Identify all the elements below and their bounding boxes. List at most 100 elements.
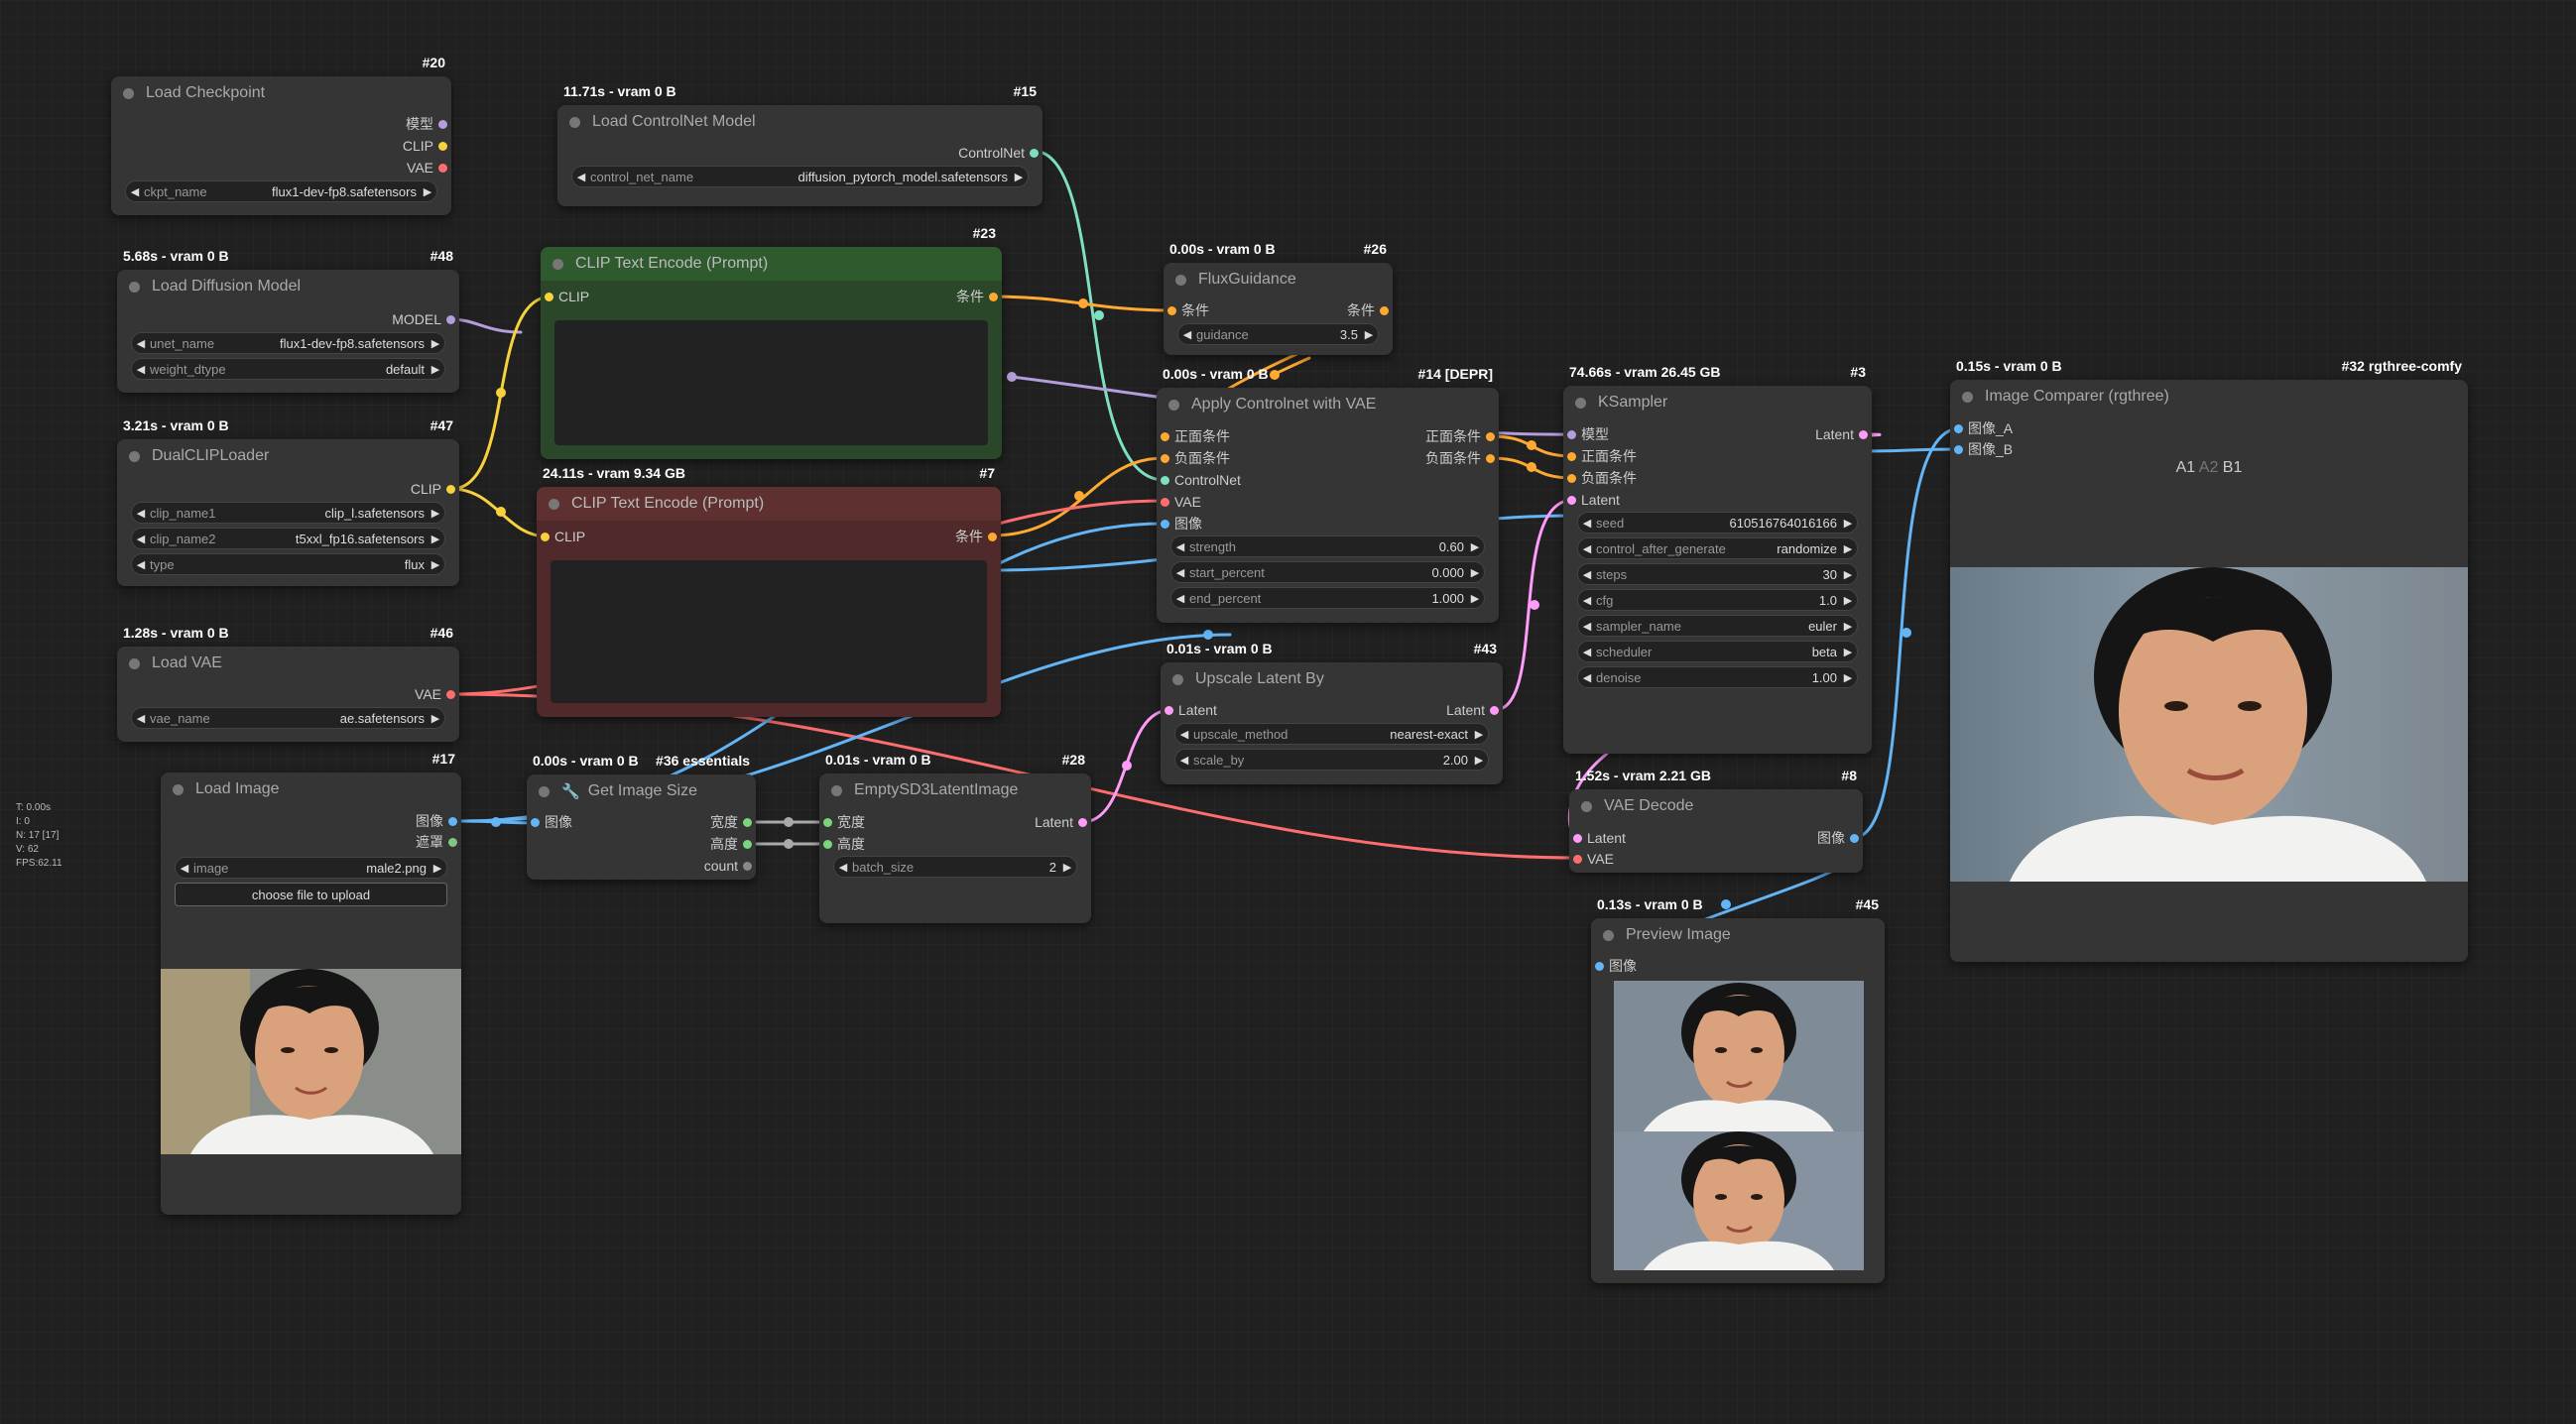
reroute-dot[interactable] — [1122, 761, 1132, 771]
arrow-left-icon[interactable]: ◀ — [576, 171, 586, 183]
input-port[interactable] — [1167, 306, 1176, 315]
arrow-left-icon[interactable]: ◀ — [136, 363, 146, 376]
collapse-toggle[interactable] — [539, 785, 550, 797]
input-positive[interactable]: 正面条件 — [1567, 448, 1637, 464]
input-positive[interactable]: 正面条件 — [1161, 428, 1230, 444]
output-port[interactable] — [446, 690, 455, 699]
prompt-text-area[interactable] — [554, 320, 988, 445]
reroute-dot[interactable] — [1007, 372, 1017, 382]
node-title-bar[interactable]: Load ControlNet Model — [557, 105, 1043, 139]
output-count[interactable]: count — [704, 858, 752, 874]
arrow-right-icon[interactable]: ▶ — [1470, 540, 1480, 553]
arrow-left-icon[interactable]: ◀ — [1582, 594, 1592, 607]
node-load-checkpoint[interactable]: #20 Load Checkpoint 模型 CLIP VAE ◀ckpt_na… — [111, 55, 451, 215]
arrow-right-icon[interactable]: ▶ — [432, 862, 442, 875]
arrow-right-icon[interactable]: ▶ — [430, 363, 440, 376]
output-model[interactable]: MODEL — [392, 311, 455, 327]
collapse-toggle[interactable] — [552, 258, 563, 270]
collapse-toggle[interactable] — [549, 498, 559, 510]
node-empty-sd3-latent-image[interactable]: 0.01s - vram 0 B #28 EmptySD3LatentImage… — [819, 752, 1091, 923]
arrow-right-icon[interactable]: ▶ — [1843, 542, 1853, 555]
arrow-left-icon[interactable]: ◀ — [130, 185, 140, 198]
arrow-left-icon[interactable]: ◀ — [1175, 592, 1185, 605]
reroute-dot[interactable] — [496, 507, 506, 517]
output-latent[interactable]: Latent — [1446, 702, 1499, 718]
arrow-left-icon[interactable]: ◀ — [136, 712, 146, 725]
input-port[interactable] — [1161, 432, 1169, 441]
arrow-left-icon[interactable]: ◀ — [1182, 328, 1192, 341]
input-port[interactable] — [1161, 476, 1169, 485]
input-image[interactable]: 图像 — [531, 814, 572, 830]
output-port[interactable] — [448, 817, 457, 826]
input-port[interactable] — [1567, 474, 1576, 483]
output-port[interactable] — [743, 862, 752, 871]
input-model[interactable]: 模型 — [1567, 426, 1609, 442]
input-controlnet[interactable]: ControlNet — [1161, 472, 1241, 488]
collapse-toggle[interactable] — [1603, 929, 1614, 941]
node-title-bar[interactable]: Upscale Latent By — [1161, 662, 1503, 696]
output-latent[interactable]: Latent — [1815, 426, 1868, 442]
arrow-right-icon[interactable]: ▶ — [1470, 592, 1480, 605]
arrow-left-icon[interactable]: ◀ — [136, 337, 146, 350]
collapse-toggle[interactable] — [1168, 399, 1179, 411]
output-vae[interactable]: VAE — [415, 686, 455, 702]
node-title-bar[interactable]: CLIP Text Encode (Prompt) — [537, 487, 1001, 521]
output-image[interactable]: 图像 — [416, 813, 457, 829]
reroute-dot[interactable] — [1527, 440, 1536, 450]
arrow-right-icon[interactable]: ▶ — [1474, 754, 1484, 767]
output-mask[interactable]: 遮罩 — [416, 834, 457, 850]
input-height[interactable]: 高度 — [823, 836, 865, 852]
comparer-image[interactable] — [1950, 567, 2468, 882]
output-height[interactable]: 高度 — [710, 836, 752, 852]
output-port[interactable] — [1850, 834, 1859, 843]
node-title-bar[interactable]: Load Diffusion Model — [117, 270, 459, 303]
input-latent[interactable]: Latent — [1573, 830, 1626, 846]
preview-image-grid[interactable] — [1614, 981, 1864, 1270]
reroute-dot[interactable] — [1901, 628, 1911, 638]
input-image[interactable]: 图像 — [1595, 958, 1637, 974]
arrow-left-icon[interactable]: ◀ — [136, 507, 146, 520]
node-load-controlnet[interactable]: 11.71s - vram 0 B #15 Load ControlNet Mo… — [557, 83, 1043, 206]
arrow-left-icon[interactable]: ◀ — [1175, 540, 1185, 553]
input-port[interactable] — [1595, 962, 1604, 971]
input-port[interactable] — [531, 818, 540, 827]
output-port[interactable] — [448, 838, 457, 847]
image-selector[interactable]: A1 A2 B1 — [1950, 459, 2468, 477]
output-width[interactable]: 宽度 — [710, 814, 752, 830]
collapse-toggle[interactable] — [569, 116, 580, 128]
node-title-bar[interactable]: 🔧Get Image Size — [527, 774, 756, 808]
node-clip-text-encode-negative[interactable]: 24.11s - vram 9.34 GB #7 CLIP Text Encod… — [537, 465, 1001, 717]
arrow-right-icon[interactable]: ▶ — [1843, 620, 1853, 633]
output-port[interactable] — [989, 293, 998, 301]
node-title-bar[interactable]: Apply Controlnet with VAE — [1157, 388, 1499, 421]
selector-a1[interactable]: A1 — [2175, 459, 2196, 476]
output-conditioning[interactable]: 条件 — [1347, 302, 1389, 318]
reroute-dot[interactable] — [1527, 462, 1536, 472]
arrow-right-icon[interactable]: ▶ — [1843, 671, 1853, 684]
input-port[interactable] — [1573, 834, 1582, 843]
reroute-dot[interactable] — [1721, 899, 1731, 909]
reroute-dot[interactable] — [491, 817, 501, 827]
collapse-toggle[interactable] — [173, 783, 184, 795]
input-port[interactable] — [545, 293, 553, 301]
node-title-bar[interactable]: Preview Image — [1591, 918, 1885, 952]
arrow-right-icon[interactable]: ▶ — [430, 712, 440, 725]
node-dual-clip-loader[interactable]: 3.21s - vram 0 B #47 DualCLIPLoader CLIP… — [117, 417, 459, 586]
input-port[interactable] — [1954, 424, 1963, 433]
node-title-bar[interactable]: Image Comparer (rgthree) — [1950, 380, 2468, 414]
input-latent[interactable]: Latent — [1567, 492, 1620, 508]
reroute-dot[interactable] — [1270, 370, 1280, 380]
output-port[interactable] — [1486, 432, 1495, 441]
output-port[interactable] — [438, 164, 447, 173]
arrow-right-icon[interactable]: ▶ — [430, 558, 440, 571]
